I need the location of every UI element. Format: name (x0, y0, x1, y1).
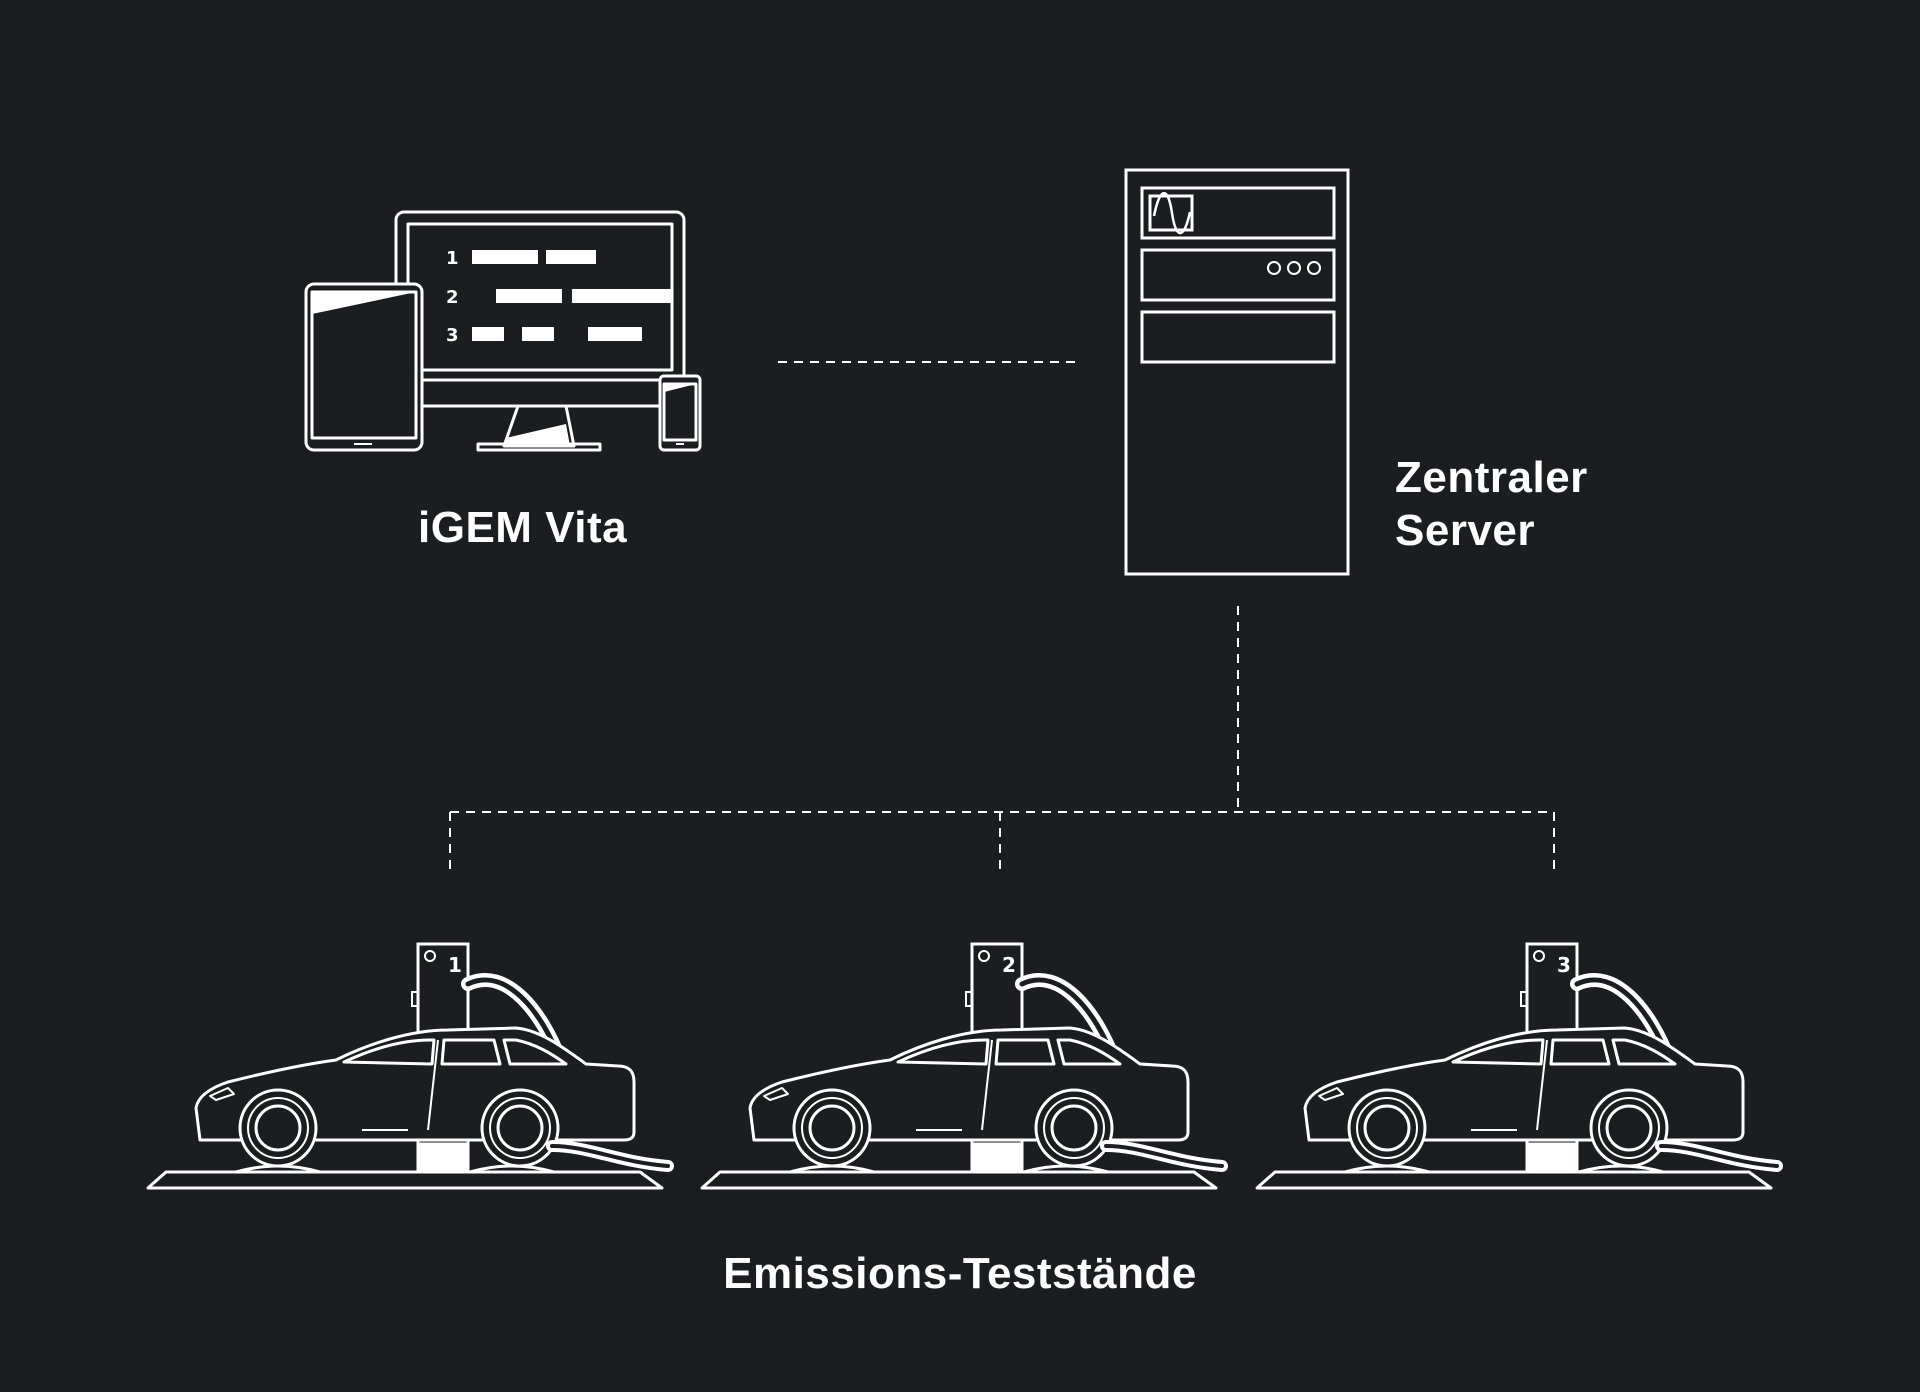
waveform-icon (1152, 192, 1192, 235)
server-label-line2: Server (1395, 505, 1536, 555)
tablet-icon (304, 282, 424, 452)
screen-row-number: 3 (446, 325, 459, 346)
connection-tree-server-stands (449, 606, 1555, 872)
stand-number: 1 (448, 953, 462, 977)
desktop-monitor-icon: 1 2 3 (394, 210, 686, 452)
server-tower-icon (1124, 168, 1350, 576)
test-stand-2: 2 (702, 944, 1222, 1188)
devices-label: iGEM Vita (418, 503, 628, 552)
test-stands-label: Emissions-Teststände (723, 1249, 1197, 1298)
devices-group: 1 2 3 (304, 210, 702, 452)
test-stand-3: 3 (1257, 944, 1777, 1188)
stand-number: 2 (1002, 953, 1016, 977)
screen-row-number: 1 (446, 248, 459, 269)
server-label: Zentraler Server (1395, 452, 1588, 558)
smartphone-icon (658, 374, 702, 452)
screen-content (472, 250, 672, 341)
stand-number: 3 (1557, 953, 1571, 977)
screen-row-number: 2 (446, 287, 459, 308)
test-stand-1: 1 (148, 944, 668, 1188)
status-light-icon (1307, 261, 1321, 275)
server-label-line1: Zentraler (1395, 453, 1588, 502)
status-light-icon (1267, 261, 1281, 275)
status-light-icon (1287, 261, 1301, 275)
